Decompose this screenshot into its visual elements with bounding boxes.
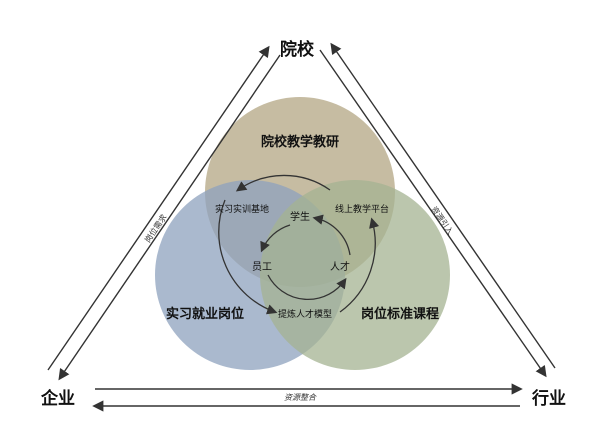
left-line-up <box>47 45 270 371</box>
cycle-arrows <box>218 174 380 315</box>
inner-platform: 线上教学平台 <box>335 203 389 215</box>
inner-student: 学生 <box>290 210 310 223</box>
right-line-up <box>330 42 556 369</box>
outer-arrow-top <box>235 174 331 192</box>
right-line-down <box>319 49 547 378</box>
edge-bottom-label: 资源整合 <box>284 393 317 402</box>
inner-arrow-left <box>260 224 291 253</box>
outer-arrow-bottom <box>339 217 380 313</box>
inner-base: 实习实训基地 <box>215 203 269 215</box>
node-industry: 行业 <box>531 388 566 409</box>
edge-lines <box>47 42 556 412</box>
inner-talent: 人才 <box>330 260 350 273</box>
inner-employee: 员工 <box>252 261 272 273</box>
inner-arrow-right <box>312 214 351 256</box>
inner-model: 提炼人才模型 <box>278 308 332 320</box>
venn-circles <box>155 97 450 370</box>
inner-arrow-bottom <box>267 274 347 301</box>
circle-top-label: 院校教学教研 <box>261 134 339 150</box>
circle-right-label: 岗位标准课程 <box>361 306 439 322</box>
left-line-down <box>58 54 281 381</box>
circle-left-label: 实习就业岗位 <box>166 306 244 322</box>
circle-right <box>260 180 450 370</box>
node-school: 院校 <box>280 39 315 60</box>
node-enterprise: 企业 <box>40 388 75 409</box>
outer-arrow-left <box>218 199 278 315</box>
